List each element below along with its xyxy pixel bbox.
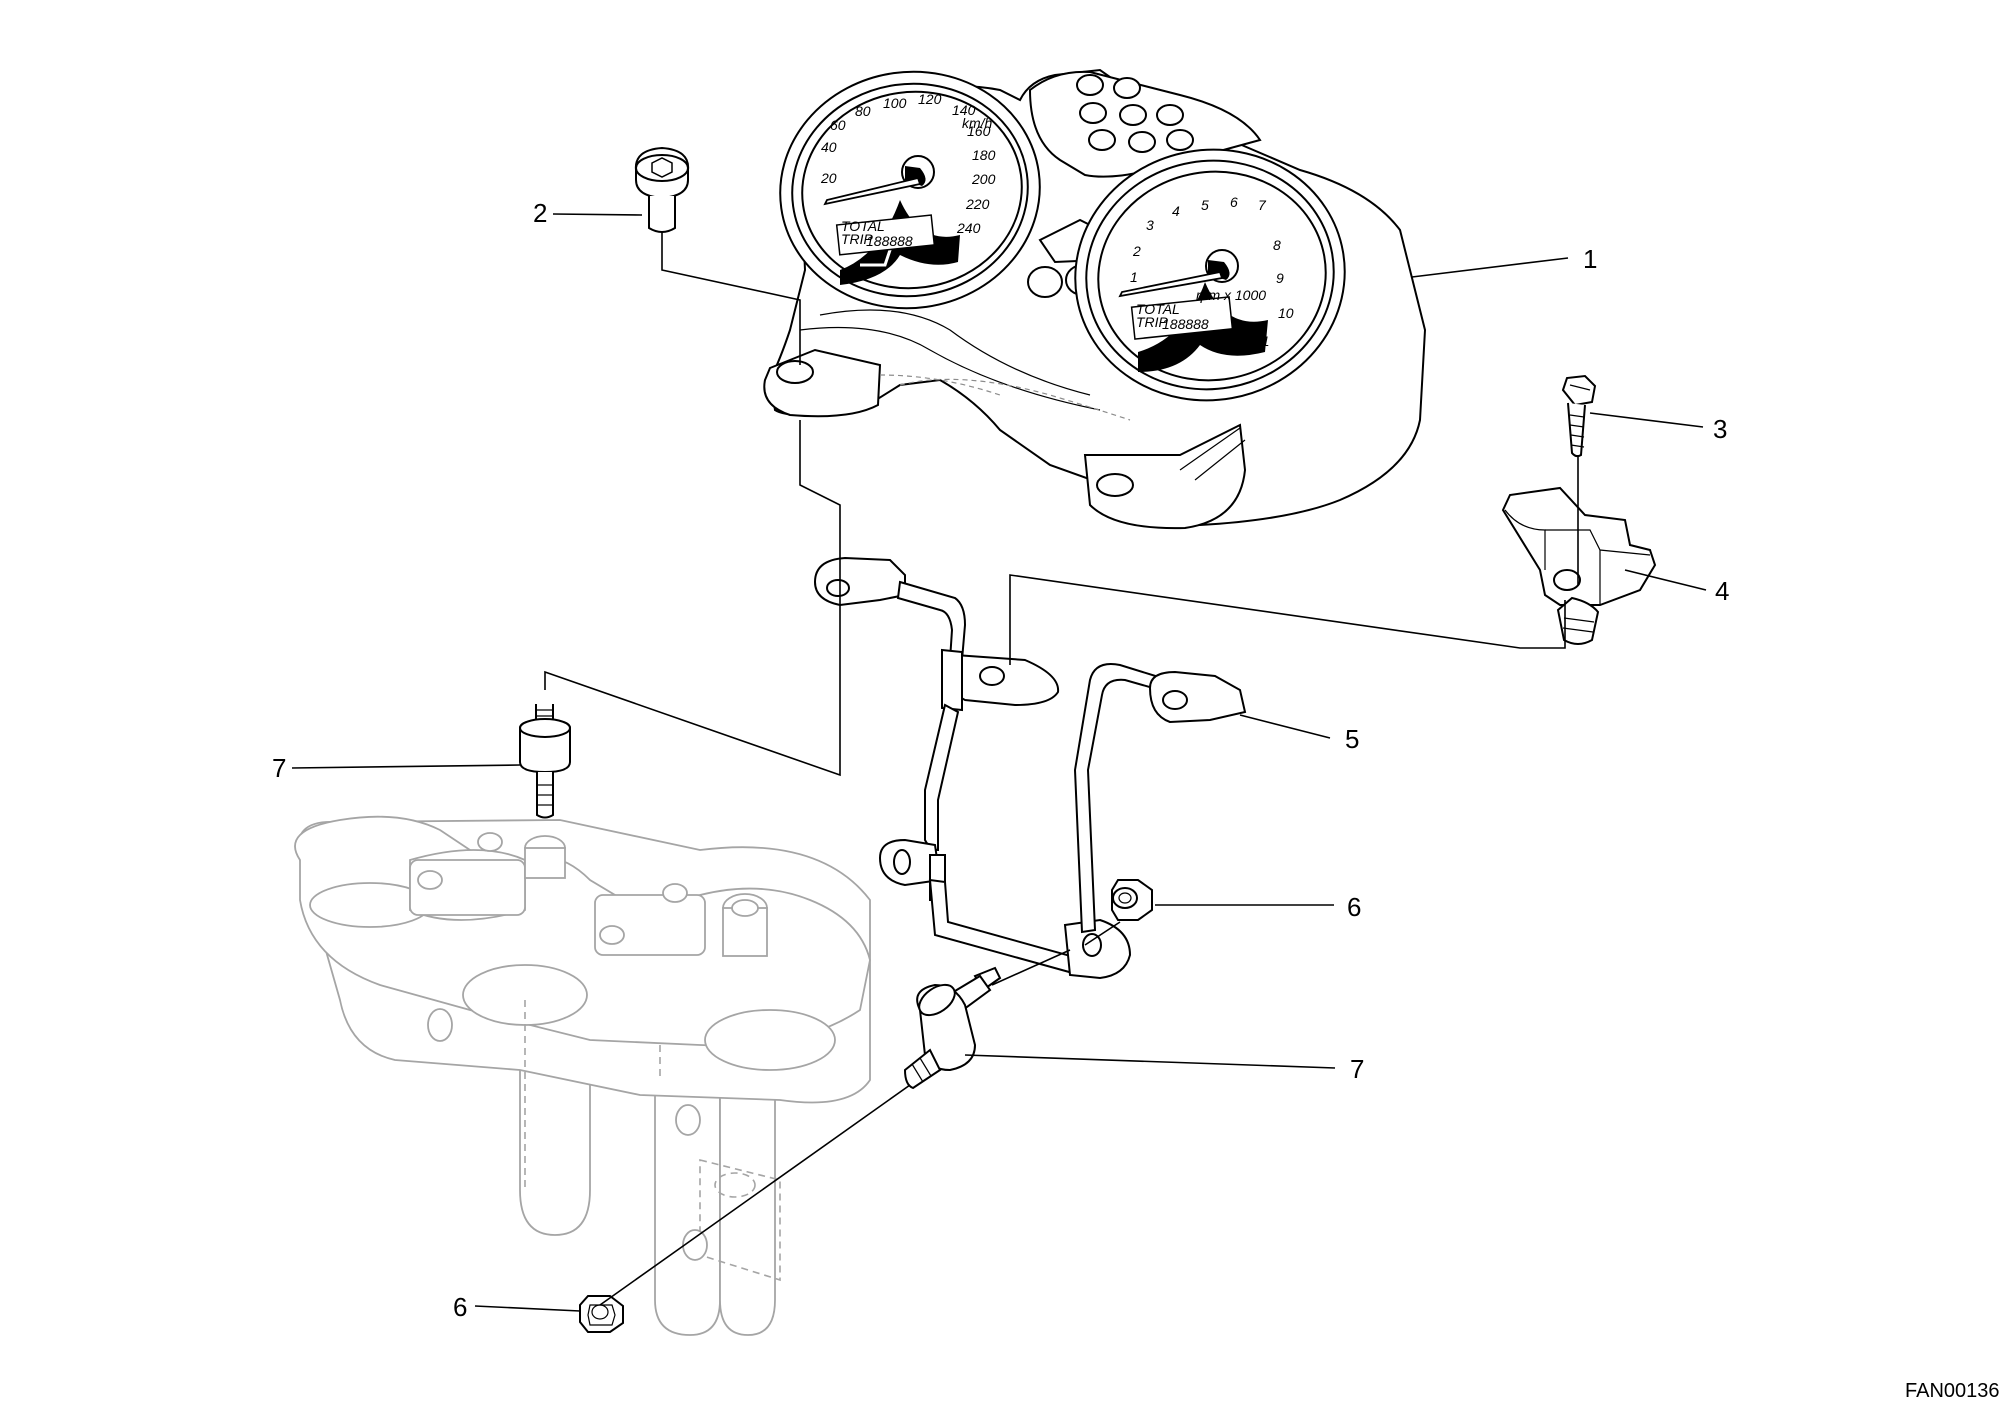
tachometer-tick-11: 11: [1255, 333, 1270, 349]
tachometer-lcd-value: 188888: [1162, 316, 1209, 332]
hex-bolt: [1561, 374, 1597, 458]
tachometer-tick-7: 7: [1258, 197, 1267, 213]
flange-nut-lower: [579, 1295, 624, 1333]
callout-6-upper: 6: [1347, 892, 1361, 922]
callout-3: 3: [1713, 414, 1727, 444]
callout-4: 4: [1715, 576, 1729, 606]
callout-labels: 1 2 3 4 5 6 6 7 7: [272, 198, 1729, 1322]
callout-6-lower: 6: [453, 1292, 467, 1322]
speedometer-tick-80: 80: [855, 103, 871, 119]
fork-top-yoke-ghost: [294, 815, 871, 1336]
speedometer-tick-20: 20: [820, 170, 837, 186]
callout-7-lower: 7: [1350, 1054, 1364, 1084]
warning-light-cluster: [1076, 74, 1194, 153]
callout-leaders: [291, 213, 1707, 1312]
assembly-lines: [544, 232, 1579, 1306]
callout-2: 2: [533, 198, 547, 228]
speedometer-tick-120: 120: [918, 91, 942, 107]
tachometer-unit: rpm x 1000: [1196, 287, 1266, 303]
speedometer-tick-140: 140: [952, 102, 976, 118]
tachometer-tick-5: 5: [1201, 197, 1209, 213]
callout-1: 1: [1583, 244, 1597, 274]
callout-7-upper: 7: [272, 753, 286, 783]
instrument-cluster: TOTAL TRIP 188888 20 40 60 80 100 120 14…: [763, 68, 1427, 530]
rubber-mount-lower: [903, 966, 1002, 1090]
speedometer-lcd-value: 188888: [866, 233, 913, 249]
drawing-code: FAN00136: [1905, 1380, 2000, 1402]
speedometer-tick-260: 260: [934, 239, 959, 255]
speedometer-tick-100: 100: [883, 95, 907, 111]
speedometer-tick-240: 240: [956, 220, 981, 236]
speedometer-unit: km/h: [962, 115, 993, 131]
tachometer-gauge: TOTAL TRIP 188888 1 2 3 4 5 6 7 8 9 10 1…: [1074, 148, 1346, 402]
speedometer-tick-180: 180: [972, 147, 996, 163]
speedometer-tick-220: 220: [965, 196, 990, 212]
speedometer-tick-200: 200: [971, 171, 996, 187]
mounting-bracket: [813, 556, 1247, 980]
speedometer-lcd-total-label: TOTAL: [841, 218, 885, 234]
speedometer-tick-60: 60: [830, 117, 846, 133]
flange-nut-upper: [1111, 879, 1153, 921]
speedometer-lcd-trip-label: TRIP: [841, 231, 874, 247]
speedometer-tick-160: 160: [967, 123, 991, 139]
tachometer-tick-3: 3: [1146, 217, 1154, 233]
tachometer-lcd-total-label: TOTAL: [1136, 301, 1180, 317]
tachometer-tick-6: 6: [1230, 194, 1238, 210]
tachometer-tick-4: 4: [1172, 203, 1180, 219]
speedometer-gauge: TOTAL TRIP 188888 20 40 60 80 100 120 14…: [779, 70, 1041, 310]
tachometer-tick-8: 8: [1273, 237, 1281, 253]
speed-sensor: [1501, 486, 1657, 645]
tachometer-tick-1: 1: [1130, 269, 1138, 285]
tachometer-lcd-trip-label: TRIP: [1136, 314, 1169, 330]
rubber-mount-upper: [519, 704, 571, 819]
callout-5: 5: [1345, 724, 1359, 754]
tachometer-tick-9: 9: [1276, 270, 1284, 286]
tachometer-tick-2: 2: [1132, 243, 1141, 259]
speedometer-tick-40: 40: [821, 139, 837, 155]
button-head-screw: [634, 146, 690, 233]
tachometer-tick-10: 10: [1278, 305, 1294, 321]
